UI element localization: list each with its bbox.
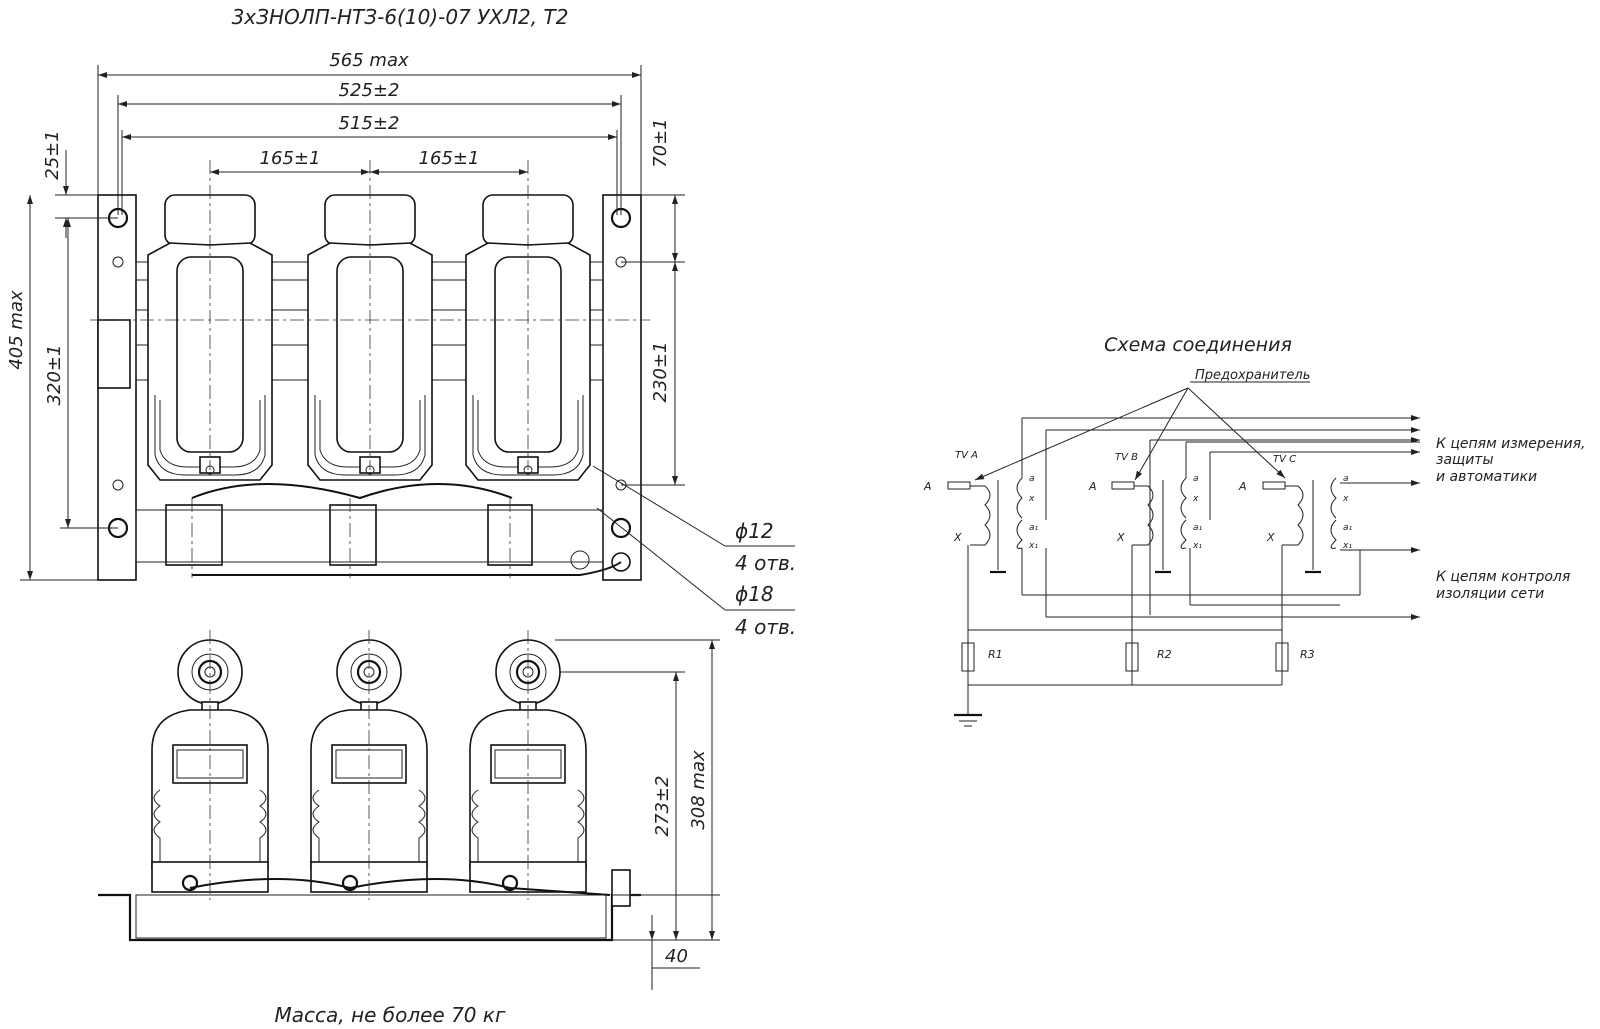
- svg-text:R3: R3: [1300, 648, 1315, 661]
- dim-height-overall: 308 max: [688, 750, 709, 830]
- fuse-label: Предохранитель: [1195, 368, 1310, 383]
- fuse-icon: [1262, 481, 1286, 490]
- svg-text:a₁: a₁: [1343, 523, 1353, 533]
- mass-note: Масса, не более 70 кг: [275, 1003, 506, 1027]
- svg-text:x₁: x₁: [1192, 541, 1202, 551]
- output-measure-line3: и автоматики: [1436, 469, 1537, 485]
- svg-text:X: X: [1116, 531, 1125, 544]
- connection-schematic: Схема соединения Предохранитель TV A A X: [923, 334, 1585, 727]
- svg-text:X: X: [953, 531, 962, 544]
- plan-view: [90, 160, 650, 581]
- dim-height-terminal: 273±2: [652, 776, 673, 837]
- dim-hole-small: ϕ12: [735, 519, 774, 543]
- schematic-title: Схема соединения: [1104, 334, 1292, 356]
- svg-text:R2: R2: [1157, 648, 1172, 661]
- dim-hole-large-count: 4 отв.: [735, 615, 796, 639]
- resistor-r1: [961, 642, 975, 672]
- dim-top-offset-left: 25±1: [42, 130, 63, 179]
- front-dimensions: 273±2 308 max 40: [555, 639, 720, 990]
- resistor-r3: [1275, 642, 1289, 672]
- right-rail: [602, 194, 642, 581]
- svg-text:R1: R1: [988, 648, 1003, 661]
- dim-base-height: 40: [665, 946, 688, 967]
- fuse-icon: [947, 481, 971, 490]
- svg-text:A: A: [1088, 480, 1097, 493]
- svg-text:x: x: [1028, 494, 1035, 504]
- dim-hole-small-count: 4 отв.: [735, 551, 796, 575]
- dim-pitch-2: 165±1: [419, 148, 480, 169]
- dim-width-overall: 565 max: [329, 50, 409, 71]
- dim-depth-overall: 405 max: [6, 290, 27, 370]
- output-control-line2: изоляции сети: [1436, 586, 1544, 602]
- output-measure-line1: К цепям измерения,: [1436, 436, 1585, 452]
- dim-depth-holes-right: 230±1: [650, 342, 671, 403]
- svg-text:TV B: TV B: [1115, 452, 1138, 463]
- svg-text:a: a: [1193, 474, 1199, 484]
- svg-text:A: A: [923, 480, 932, 493]
- svg-text:x: x: [1342, 494, 1349, 504]
- dim-width-holes: 515±2: [339, 113, 400, 134]
- tv-a: TV A A X a x a₁ x₁: [923, 450, 1039, 715]
- output-control-line1: К цепям контроля: [1436, 569, 1570, 585]
- nameplate: [97, 319, 131, 389]
- ground-bolt: [611, 869, 631, 907]
- svg-text:X: X: [1266, 531, 1275, 544]
- svg-text:A: A: [1238, 480, 1247, 493]
- resistor-r2: [1125, 642, 1139, 672]
- svg-text:a₁: a₁: [1029, 523, 1039, 533]
- fuse-icon: [1111, 481, 1135, 490]
- dim-hole-large: ϕ18: [735, 582, 774, 606]
- tv-c: TV C A X a x a₁ x₁: [1238, 454, 1353, 685]
- svg-text:a: a: [1029, 474, 1035, 484]
- dim-depth-holes-left: 320±1: [44, 345, 65, 406]
- svg-text:TV A: TV A: [955, 450, 978, 461]
- plan-dimensions: 565 max 525±2 515±2 165±1 165±1 25±1 70±…: [6, 50, 796, 639]
- ground-icon: [570, 550, 590, 570]
- svg-text:x₁: x₁: [1342, 541, 1352, 551]
- svg-text:x₁: x₁: [1028, 541, 1038, 551]
- dim-width-mounting: 525±2: [339, 80, 400, 101]
- front-view: [98, 630, 641, 942]
- svg-text:TV C: TV C: [1273, 454, 1296, 465]
- tv-b: TV B A X a x a₁ x₁: [1088, 452, 1203, 685]
- dim-pitch-1: 165±1: [260, 148, 321, 169]
- drawing-title: 3хЗНОЛП-НТЗ-6(10)-07 УХЛ2, Т2: [232, 5, 569, 29]
- output-measure-line2: защиты: [1436, 452, 1494, 468]
- svg-text:a₁: a₁: [1193, 523, 1203, 533]
- dim-top-offset-right: 70±1: [650, 118, 671, 167]
- svg-text:a: a: [1343, 474, 1349, 484]
- svg-text:x: x: [1192, 494, 1199, 504]
